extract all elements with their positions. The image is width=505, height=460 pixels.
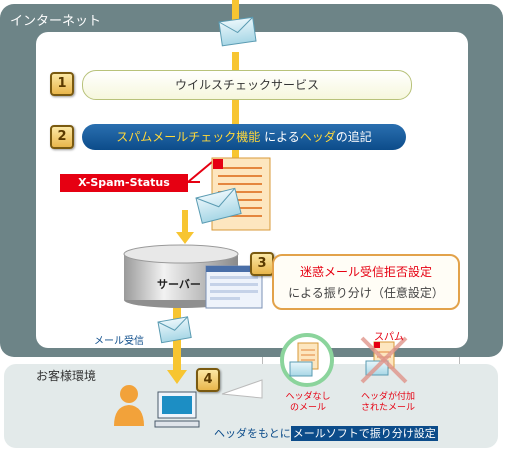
step-2-badge: 2 <box>50 125 74 149</box>
computer-icon <box>154 391 200 428</box>
step-1-badge: 1 <box>50 72 74 96</box>
spam-check-append: の追記 <box>335 130 372 144</box>
no-header-mail-label: ヘッダなし のメール <box>280 392 336 414</box>
envelope-icon <box>157 316 192 344</box>
client-sort-highlight: メールソフトで振り分け設定 <box>290 426 438 441</box>
header-mail-line1: ヘッダが付加 <box>360 392 415 402</box>
person-icon <box>114 385 144 426</box>
spam-check-function: スパムメールチェック機能 <box>116 130 261 144</box>
spam-check-bar: スパムメールチェック機能 によるヘッダの追記 <box>82 124 406 150</box>
no-header-mail-line2: のメール <box>289 403 326 413</box>
spam-check-header: ヘッダ <box>299 130 336 144</box>
virus-check-service: ウイルスチェックサービス <box>82 70 412 100</box>
server-label: サーバー <box>157 278 201 291</box>
spam-mail-icon <box>360 336 408 384</box>
filter-setting-desc: による振り分け（任意設定） <box>288 286 444 300</box>
step-3-badge: 3 <box>250 252 274 276</box>
envelope-icon <box>218 16 257 47</box>
internet-region-label: インターネット <box>10 14 102 29</box>
envelope-icon <box>195 187 242 224</box>
header-mail-label: ヘッダが付加 されたメール <box>356 392 420 414</box>
no-header-mail-line1: ヘッダなし <box>285 392 331 402</box>
mail-receive-label: メール受信 <box>94 336 144 347</box>
spam-check-by: による <box>264 130 300 144</box>
spam-label: スパム <box>374 332 404 343</box>
step-4-badge: 4 <box>196 368 220 392</box>
normal-mail-icon <box>280 333 334 387</box>
header-mail-line2: されたメール <box>360 403 415 413</box>
x-spam-status-tag: X-Spam-Status <box>60 174 188 192</box>
filter-setting-title: 迷惑メール受信拒否設定 <box>299 265 432 279</box>
customer-region-label: お客様環境 <box>36 369 97 383</box>
client-sort-label: ヘッダをもとにメールソフトで振り分け設定 <box>214 425 438 441</box>
client-sort-prefix: ヘッダをもとに <box>214 427 291 440</box>
filter-setting-callout: 迷惑メール受信拒否設定 による振り分け（任意設定） <box>272 254 460 310</box>
